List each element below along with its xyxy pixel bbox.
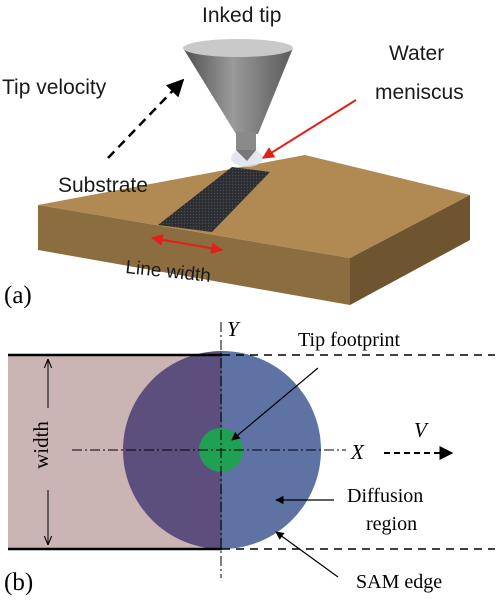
label-region: region <box>366 513 417 535</box>
label-width: width <box>29 421 53 469</box>
label-water: Water <box>389 42 444 65</box>
panel-a: Inked tip Water meniscus Tip velocity Su… <box>2 4 470 309</box>
tip-velocity-arrow <box>107 78 185 159</box>
label-sam-edge: SAM edge <box>356 571 442 593</box>
substrate-top-face <box>38 155 470 258</box>
written-pattern <box>158 167 270 232</box>
line-width-double-arrow <box>150 233 224 255</box>
label-tip-velocity: Tip velocity <box>2 76 107 99</box>
panel-b-label: (b) <box>4 569 33 596</box>
label-inked-tip: Inked tip <box>202 4 281 27</box>
tip-footprint-pointer <box>231 367 319 441</box>
inked-tip-top-ellipse <box>183 39 293 57</box>
meniscus-pointer-arrow <box>261 99 357 159</box>
sam-edge-pointer <box>275 531 339 578</box>
diffusion-overlap-region <box>123 351 222 549</box>
inked-tip-apex <box>236 150 256 161</box>
label-tip-footprint: Tip footprint <box>298 329 401 351</box>
width-label-bg <box>30 408 66 490</box>
substrate-side-face <box>350 195 470 305</box>
label-diffusion: Diffusion <box>347 485 423 507</box>
label-x-axis: X <box>350 440 365 464</box>
substrate-front-face <box>38 205 350 305</box>
label-velocity: V <box>414 418 429 442</box>
label-y-axis: Y <box>227 317 241 341</box>
panel-b: width Y X V Tip footprint Diffusion regi… <box>4 317 495 596</box>
label-meniscus: meniscus <box>375 81 464 104</box>
label-substrate: Substrate <box>58 174 148 197</box>
inked-tip-shaft <box>236 132 256 150</box>
inked-tip-cone <box>183 48 293 134</box>
panel-a-label: (a) <box>4 282 32 309</box>
